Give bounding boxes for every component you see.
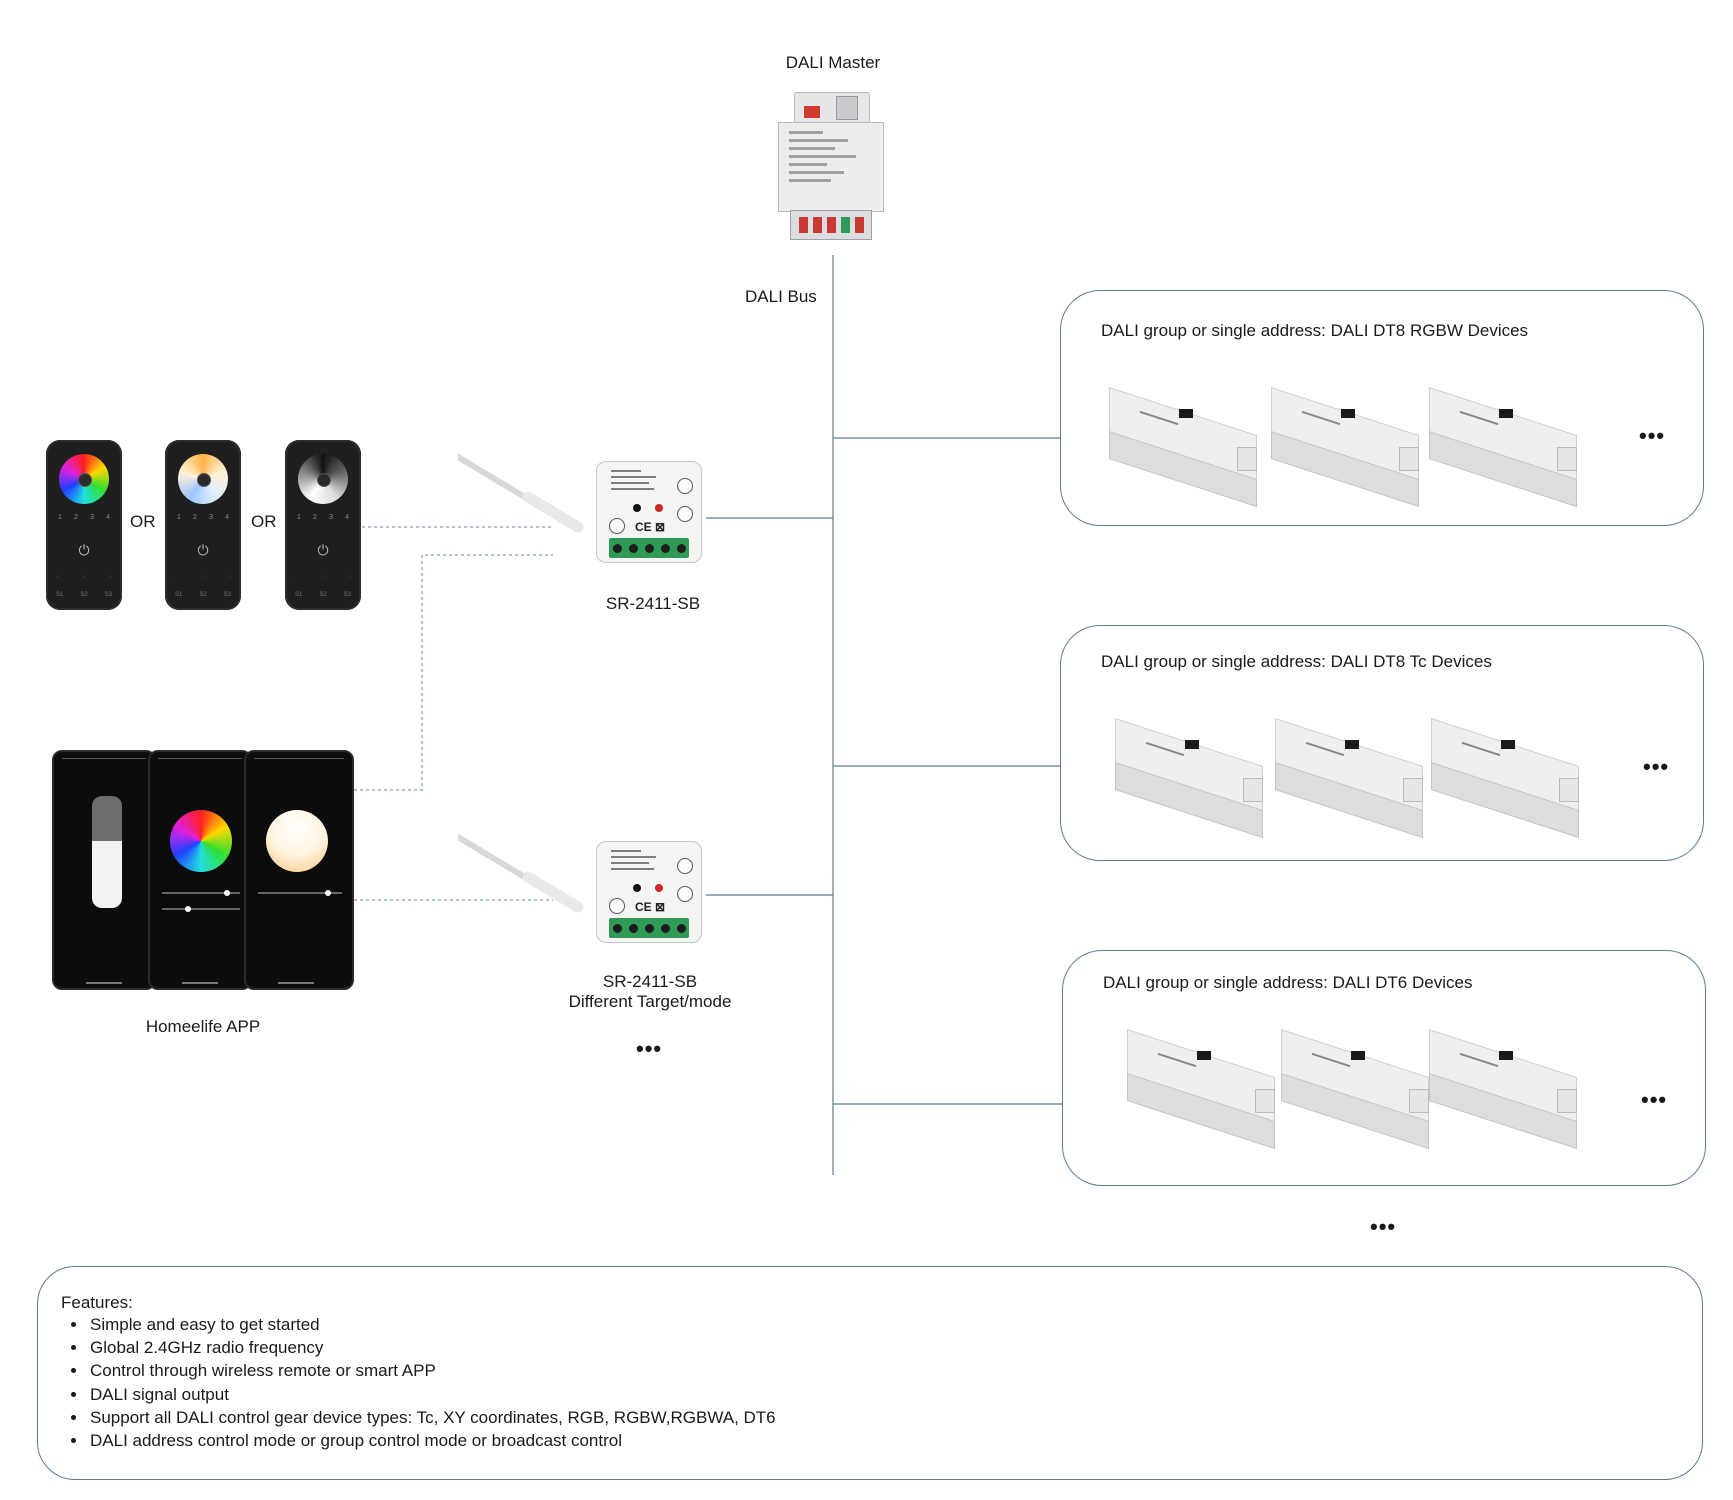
- master-label: DALI Master: [785, 53, 881, 72]
- led-driver-icon: [1281, 1029, 1441, 1150]
- group-3-more: •••: [1641, 1087, 1668, 1112]
- group-1-more: •••: [1639, 423, 1666, 448]
- or-label-2: OR: [251, 512, 277, 531]
- more-groups-ellipsis: •••: [1370, 1214, 1397, 1239]
- smartphone-app-icon: [52, 750, 354, 990]
- led-driver-icon: [1431, 718, 1591, 839]
- feature-item: Control through wireless remote or smart…: [88, 1359, 776, 1382]
- app-screen-dimming: [52, 750, 156, 990]
- group-panel-dt8-tc: DALI group or single address: DALI DT8 T…: [1060, 625, 1704, 861]
- group-panel-dt6: DALI group or single address: DALI DT6 D…: [1062, 950, 1706, 1186]
- controller-2-label: SR-2411-SB: [602, 972, 698, 991]
- group-2-more: •••: [1643, 754, 1670, 779]
- led-driver-icon: [1429, 1029, 1589, 1150]
- app-label: Homeelife APP: [145, 1017, 261, 1036]
- wireless-link-app-1: [354, 554, 553, 791]
- feature-item: Support all DALI control gear device typ…: [88, 1406, 776, 1429]
- or-label-1: OR: [130, 512, 156, 531]
- controller-1-label: SR-2411-SB: [605, 594, 701, 613]
- group-panel-dt8-rgbw: DALI group or single address: DALI DT8 R…: [1060, 290, 1704, 526]
- led-driver-icon: [1429, 387, 1589, 508]
- controller-2-sublabel: Different Target/mode: [568, 992, 732, 1011]
- group-1-title: DALI group or single address: DALI DT8 R…: [1101, 321, 1529, 340]
- app-screen-rgb: [148, 750, 252, 990]
- features-list: Simple and easy to get started Global 2.…: [68, 1313, 776, 1452]
- led-driver-icon: [1109, 387, 1269, 508]
- feature-item: Global 2.4GHz radio frequency: [88, 1336, 776, 1359]
- features-heading: Features:: [61, 1293, 133, 1312]
- more-controllers-ellipsis: •••: [636, 1036, 663, 1061]
- feature-item: DALI address control mode or group contr…: [88, 1429, 776, 1452]
- features-box: Features: Simple and easy to get started…: [37, 1266, 1703, 1480]
- led-driver-icon: [1275, 718, 1435, 839]
- feature-item: Simple and easy to get started: [88, 1313, 776, 1336]
- led-driver-icon: [1115, 718, 1275, 839]
- bus-label: DALI Bus: [745, 287, 817, 306]
- receiver-module-icon: CE ⊠: [458, 833, 718, 953]
- led-driver-icon: [1271, 387, 1431, 508]
- feature-item: DALI signal output: [88, 1383, 776, 1406]
- din-rail-controller-icon: [778, 92, 884, 240]
- app-screen-cct: [244, 750, 354, 990]
- led-driver-icon: [1127, 1029, 1287, 1150]
- receiver-module-icon: CE ⊠: [458, 453, 718, 573]
- group-2-title: DALI group or single address: DALI DT8 T…: [1101, 652, 1492, 671]
- group-3-title: DALI group or single address: DALI DT6 D…: [1103, 973, 1473, 992]
